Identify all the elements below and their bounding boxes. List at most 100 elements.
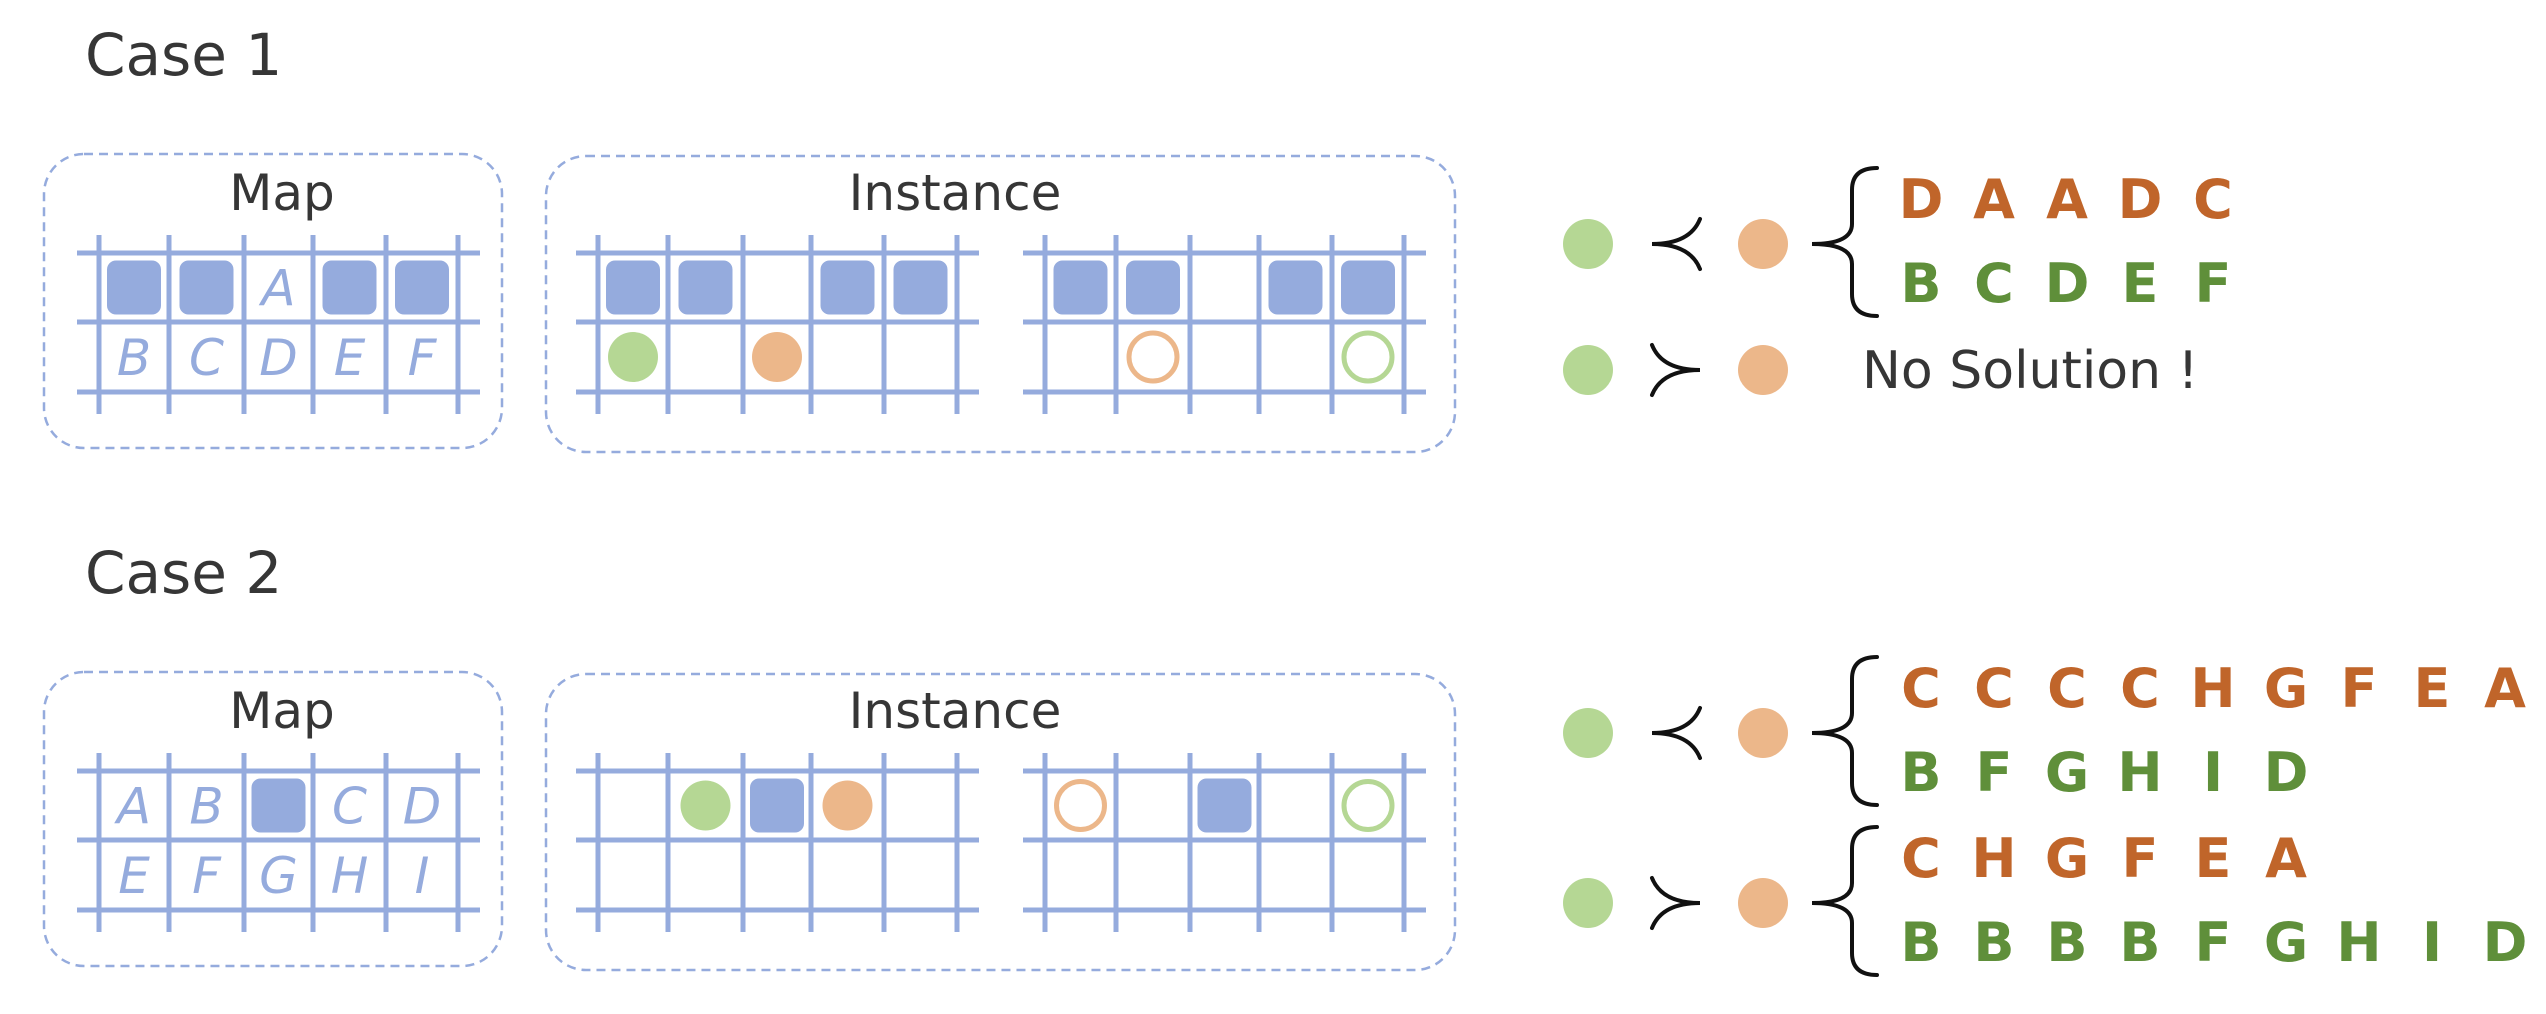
orange-path-letter: F xyxy=(2122,827,2159,890)
orange-path-letter: G xyxy=(2045,827,2089,890)
green-path-letter: G xyxy=(2264,911,2308,974)
succeeds-symbol-icon xyxy=(1650,876,1701,930)
case-1-map-title: Map xyxy=(229,164,335,222)
obstacle-block xyxy=(1341,260,1395,315)
green-path-letter: C xyxy=(1974,252,2014,315)
orange-path-letter: A xyxy=(2265,827,2307,890)
green-path-letter: F xyxy=(2195,252,2232,315)
orange-agent-icon xyxy=(1738,878,1788,928)
case-2-instance-grid-start xyxy=(576,753,979,932)
green-path-letter: H xyxy=(2117,741,2162,804)
map-cell-label: B xyxy=(189,778,223,836)
green-path-letter: B xyxy=(1900,252,1941,315)
green-path-letter: B xyxy=(1900,741,1941,804)
map-cell-label: H xyxy=(331,847,369,905)
case-1-map-box xyxy=(42,152,504,450)
green-agent-icon xyxy=(1563,878,1613,928)
green-agent-start xyxy=(608,332,658,382)
obstacle-block xyxy=(1268,260,1323,315)
orange-agent-goal xyxy=(1054,779,1107,832)
case-1-priority-succeeds xyxy=(1563,343,1788,397)
orange-agent-icon xyxy=(1738,708,1788,758)
map-cell-label: D xyxy=(403,778,442,836)
case-2-title: Case 2 xyxy=(85,539,282,607)
orange-path-letter: A xyxy=(1973,168,2015,231)
green-path-letter: F xyxy=(1976,741,2013,804)
map-cell-label: C xyxy=(189,329,224,387)
case-1-instance-grid-goal xyxy=(1023,235,1426,414)
obstacle-block xyxy=(395,260,449,315)
succeeds-symbol-icon xyxy=(1650,343,1701,397)
orange-path-letter: H xyxy=(1971,827,2016,890)
green-agent-goal xyxy=(1341,330,1395,384)
orange-agent-goal xyxy=(1126,330,1180,384)
precedes-symbol-icon xyxy=(1651,706,1702,760)
case-1-instance-grid-start xyxy=(576,235,979,414)
orange-agent-start xyxy=(752,332,802,382)
orange-agent-icon xyxy=(1738,219,1788,269)
green-path-letter: F xyxy=(2195,911,2232,974)
orange-path-letter: G xyxy=(2264,657,2308,720)
map-cell-label: A xyxy=(114,778,151,836)
green-agent-icon xyxy=(1563,345,1613,395)
orange-path-letter: D xyxy=(1899,168,1944,231)
orange-path-letter: C xyxy=(1974,657,2014,720)
green-agent-icon xyxy=(1563,219,1613,269)
map-cell-label: F xyxy=(192,847,222,905)
brace-icon xyxy=(1811,655,1879,807)
brace-icon xyxy=(1811,825,1879,977)
green-path-letter: H xyxy=(2336,911,2381,974)
green-path-letter: B xyxy=(1900,911,1941,974)
obstacle-block xyxy=(251,778,306,833)
orange-path-letter: H xyxy=(2190,657,2235,720)
obstacle-block xyxy=(179,260,234,315)
orange-path-letter: C xyxy=(1901,827,1941,890)
map-cell-label: G xyxy=(259,847,298,905)
orange-path-letter: E xyxy=(2195,827,2232,890)
map-cell-label: E xyxy=(334,329,366,387)
map-cell-label: C xyxy=(332,778,367,836)
map-cell-label: D xyxy=(259,329,298,387)
green-path-letter: I xyxy=(2422,911,2442,974)
obstacle-block xyxy=(893,260,948,315)
brace-icon xyxy=(1811,166,1879,318)
orange-agent-icon xyxy=(1738,345,1788,395)
obstacle-block xyxy=(322,260,377,315)
orange-path-letter: A xyxy=(2046,168,2088,231)
obstacle-block xyxy=(1053,260,1108,315)
green-path-letter: G xyxy=(2045,741,2089,804)
case-2-map-box xyxy=(42,670,504,968)
green-agent-goal xyxy=(1341,779,1395,832)
case-2-map-title: Map xyxy=(229,682,335,740)
case-1-title: Case 1 xyxy=(85,21,282,89)
obstacle-block xyxy=(606,260,660,315)
green-agent-start xyxy=(680,780,731,831)
green-path-letter: B xyxy=(1973,911,2014,974)
case-2-instance-title: Instance xyxy=(849,682,1062,740)
map-cell-label: E xyxy=(118,847,150,905)
obstacle-block xyxy=(678,260,733,315)
orange-path-letter: F xyxy=(2341,657,2378,720)
map-cell-label: F xyxy=(408,329,438,387)
obstacle-block xyxy=(107,260,161,315)
orange-path-letter: C xyxy=(1901,657,1941,720)
obstacle-block xyxy=(1197,778,1252,833)
case-2-instance-grid-goal xyxy=(1023,753,1426,932)
obstacle-block xyxy=(820,260,875,315)
green-path-letter: D xyxy=(2483,911,2528,974)
green-path-letter: B xyxy=(2046,911,2087,974)
map-cell-label: B xyxy=(117,329,151,387)
orange-path-letter: E xyxy=(2414,657,2451,720)
orange-path-letter: C xyxy=(2193,168,2233,231)
orange-agent-start xyxy=(822,780,873,831)
green-path-letter: D xyxy=(2264,741,2309,804)
orange-path-letter: D xyxy=(2118,168,2163,231)
precedes-symbol-icon xyxy=(1651,217,1702,271)
no-solution-text: No Solution ! xyxy=(1862,341,2198,401)
